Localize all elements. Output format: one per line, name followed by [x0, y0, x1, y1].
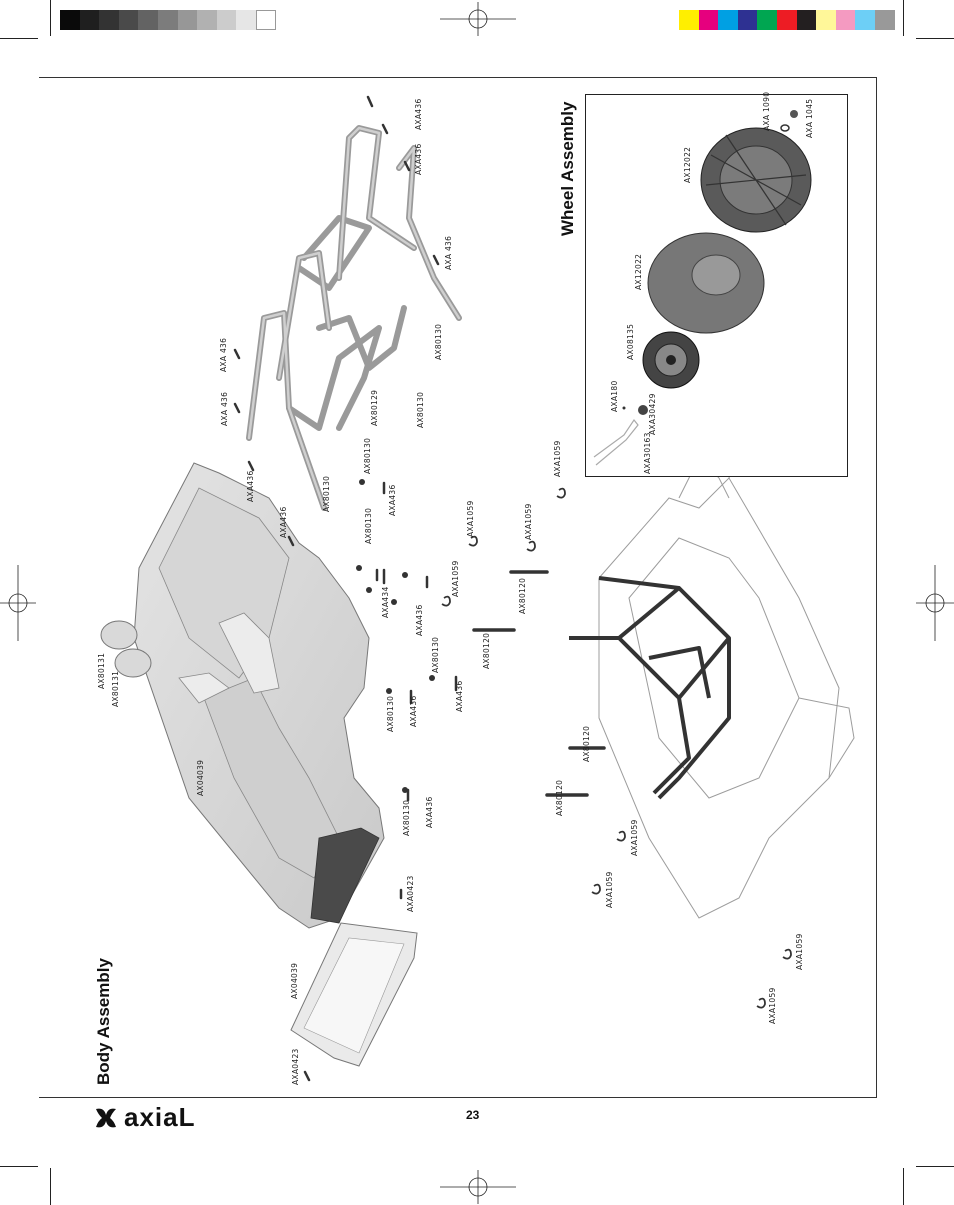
color-swatch: [835, 10, 856, 30]
color-swatch: [679, 10, 699, 30]
part-label: AX80120: [582, 725, 591, 762]
part-label: AXA436: [388, 484, 397, 516]
part-label: AXA1059: [630, 819, 639, 856]
part-label: AX80130: [402, 799, 411, 836]
part-label: AXA 436: [444, 235, 453, 270]
part-label: AXA436: [409, 695, 418, 727]
part-label: AXA1059: [451, 560, 460, 597]
part-label: AX80129: [370, 389, 379, 426]
body-assembly-title: Body Assembly: [94, 958, 113, 1085]
gray-swatch: [138, 10, 159, 30]
color-swatch: [816, 10, 837, 30]
crop-mark: [0, 38, 38, 39]
gray-swatch: [236, 10, 257, 30]
part-label: AX04039: [196, 759, 205, 796]
gray-swatch: [216, 10, 237, 30]
gray-swatch: [99, 10, 120, 30]
part-label: AX12022: [634, 253, 643, 290]
part-label: AXA1059: [466, 500, 475, 537]
part-label: AXA1059: [795, 933, 804, 970]
crop-mark: [916, 1166, 954, 1167]
part-label: AX80131: [97, 652, 106, 689]
registration-target-right: [916, 565, 954, 641]
color-swatch: [698, 10, 719, 30]
part-label: AXA436: [279, 506, 288, 538]
color-swatch: [718, 10, 739, 30]
wheel-assembly-panel: [585, 94, 848, 477]
body-assembly-illustration: [100, 95, 855, 1082]
part-label: AXA30429: [648, 393, 657, 435]
color-swatch: [777, 10, 797, 30]
part-label: AXA436: [414, 98, 423, 130]
part-label: AXA436: [425, 796, 434, 828]
page-number: 23: [466, 1108, 480, 1122]
crop-mark: [916, 38, 954, 39]
part-label: AXA1059: [768, 987, 777, 1024]
part-label: AXA434: [381, 586, 390, 618]
axial-logo-text: axiaL: [124, 1102, 196, 1132]
gray-swatch: [79, 10, 100, 30]
color-swatch: [875, 10, 895, 30]
part-label: AX80120: [482, 632, 491, 669]
axial-logo: axiaL: [92, 1102, 196, 1133]
part-label: AXA0423: [291, 1048, 300, 1085]
part-label: AX80131: [111, 670, 120, 707]
part-label: AXA 1045: [805, 98, 814, 138]
wheel-assembly-illustration: [593, 110, 812, 466]
part-label: AX80130: [363, 437, 372, 474]
color-swatch: [757, 10, 778, 30]
crop-mark: [50, 1168, 51, 1205]
part-label: AXA180: [610, 380, 619, 412]
part-label: AXA1059: [524, 503, 533, 540]
page-frame: [39, 77, 877, 1098]
gray-swatch: [118, 10, 139, 30]
part-label: AX08135: [626, 323, 635, 360]
crop-mark: [903, 0, 904, 36]
part-label: AXA 1090: [762, 91, 771, 131]
gray-swatch: [60, 10, 80, 30]
part-label: AX80130: [386, 695, 395, 732]
part-label: AX80130: [364, 507, 373, 544]
part-label: AXA1059: [605, 871, 614, 908]
color-swatch: [737, 10, 758, 30]
part-label: AX80130: [434, 323, 443, 360]
part-label: AX12022: [683, 146, 692, 183]
part-label: AX80120: [555, 779, 564, 816]
crop-mark: [0, 1166, 38, 1167]
part-label: AX80120: [518, 577, 527, 614]
crop-mark: [50, 0, 51, 36]
axial-logo-icon: [96, 1108, 116, 1127]
part-label: AX80130: [431, 636, 440, 673]
part-label: AXA436: [414, 143, 423, 175]
part-label: AXA436: [415, 604, 424, 636]
gray-swatch: [197, 10, 218, 30]
part-label: AXA 436: [219, 337, 228, 372]
gray-swatch: [158, 10, 178, 30]
color-swatch: [796, 10, 817, 30]
registration-target-bottom: [440, 1170, 516, 1204]
part-label: AXA 436: [220, 391, 229, 426]
part-label: AXA436: [246, 470, 255, 502]
part-label: AX80130: [416, 391, 425, 428]
crop-mark: [903, 1168, 904, 1205]
color-swatch: [855, 10, 876, 30]
part-label: AXA436: [455, 680, 464, 712]
gray-swatch: [177, 10, 198, 30]
wheel-assembly-title: Wheel Assembly: [558, 101, 577, 236]
part-label: AX04039: [290, 962, 299, 999]
part-label: AXA1059: [553, 440, 562, 477]
registration-target-top: [440, 2, 516, 36]
part-label: AXA0423: [406, 875, 415, 912]
registration-target-left: [0, 565, 36, 641]
gray-swatch: [256, 10, 276, 30]
part-label: AX80130: [322, 475, 331, 512]
part-label: AXA30163: [643, 432, 652, 474]
